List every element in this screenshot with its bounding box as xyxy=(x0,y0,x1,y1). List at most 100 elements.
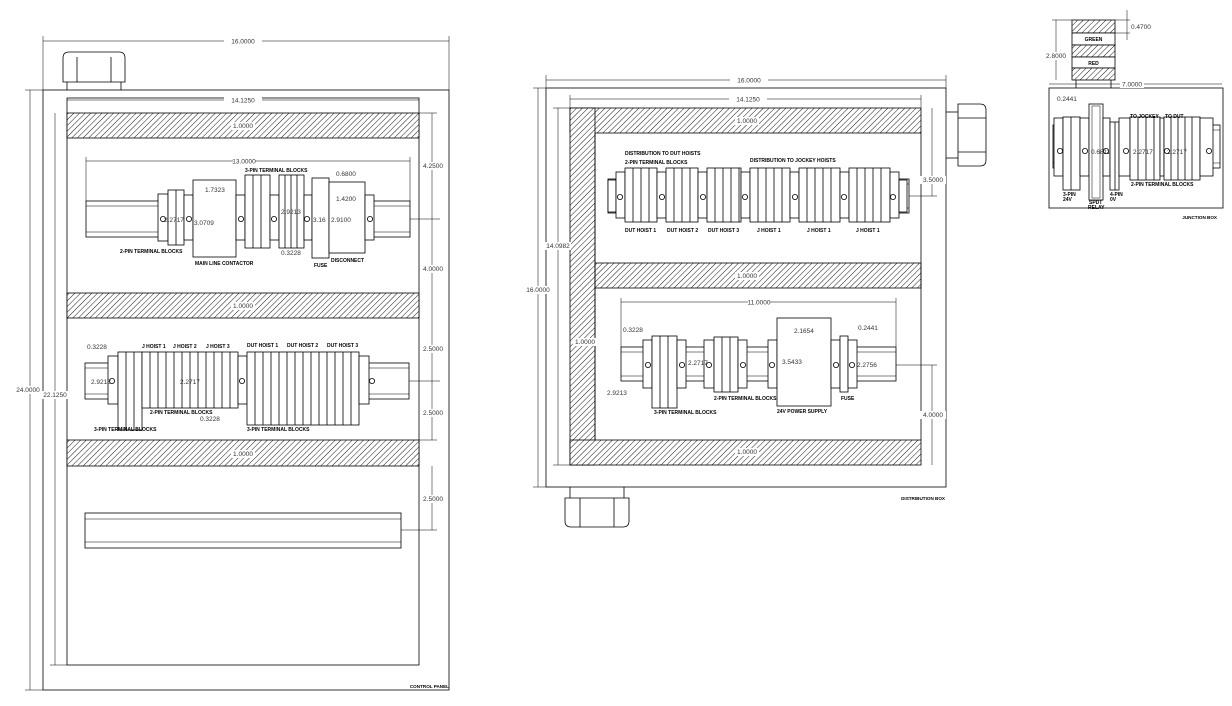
label-3pin-terminal-blocks: 3-PIN TERMINAL BLOCKS xyxy=(245,168,308,174)
terminal-block-3pin-24v xyxy=(1062,116,1081,191)
dim-junction-width: 7.0000 xyxy=(1122,82,1142,89)
dim-duct-top: 1.0000 xyxy=(737,118,757,125)
fuse xyxy=(839,335,849,393)
cable-gland-bottom xyxy=(564,487,630,528)
mounting-screw-icon xyxy=(1103,147,1110,154)
dim-contactor-height: 3.0709 xyxy=(194,220,214,227)
dim-panel-width: 16.0000 xyxy=(231,39,255,46)
label-3pin-24v-sub: 24V xyxy=(1063,197,1073,203)
power-supply xyxy=(776,317,832,407)
label-group: J HOIST 1 xyxy=(807,228,831,234)
label-distribution-jockey: DISTRIBUTION TO JOCKEY HOISTS xyxy=(750,158,836,164)
mounting-screw-icon xyxy=(833,361,840,368)
distribution-box-title: DISTRIBUTION BOX xyxy=(901,496,946,501)
control-panel: 16.0000 14.1250 1.0000 1.0000 1.0000 24.… xyxy=(14,36,450,691)
wire-duct-left xyxy=(569,107,596,466)
label-distribution-dut: DISTRIBUTION TO DUT HOISTS xyxy=(625,151,701,157)
label-j-hoist-2: J HOIST 2 xyxy=(173,344,197,350)
distribution-upper-assembly xyxy=(607,167,910,223)
mounting-screw-icon xyxy=(366,215,373,222)
terminal-block-group xyxy=(798,167,841,223)
dim-relay-width: 0.2441 xyxy=(1057,96,1077,103)
label-group: DUT HOIST 1 xyxy=(625,228,656,234)
junction-box-assembly xyxy=(1052,103,1221,201)
mounting-screw-icon xyxy=(659,193,666,200)
dim-right-4: 2.5000 xyxy=(423,410,443,417)
dim-gap: 0.3228 xyxy=(623,327,643,334)
label-group: DUT HOIST 3 xyxy=(708,228,739,234)
mounting-screw-icon xyxy=(1082,147,1089,154)
mounting-screw-icon xyxy=(841,193,848,200)
mounting-screw-icon xyxy=(109,377,116,384)
dim-3pin: 2.9213 xyxy=(281,209,301,216)
dim-3pin: 2.9213 xyxy=(91,379,111,386)
main-line-contactor xyxy=(192,179,237,258)
dim-indicator-band: 0.4700 xyxy=(1131,24,1151,31)
mounting-screw-icon xyxy=(159,215,166,222)
dim-disconnect-width: 1.4200 xyxy=(336,196,356,203)
cable-gland-top xyxy=(62,51,126,90)
mounting-screw-icon xyxy=(368,377,375,384)
dim-psu-width: 2.1654 xyxy=(794,328,814,335)
terminal-block-4pin-0v xyxy=(1109,121,1120,191)
end-stop xyxy=(607,179,617,213)
dim-lower-length: 11.0000 xyxy=(747,300,770,307)
label-3pin-24v: 3-PIN xyxy=(1063,192,1076,198)
disconnect xyxy=(328,181,366,254)
junction-box: GREEN RED 2.8000 0.4700 7.0000 0.2441 0.… xyxy=(1044,10,1224,220)
mounting-screw-icon xyxy=(849,361,856,368)
mounting-screw-icon xyxy=(1206,147,1213,154)
control-panel-title: CONTROL PANEL xyxy=(410,684,449,689)
dim-box-width: 16.0000 xyxy=(737,78,761,85)
dim-upper-length: 13.0000 xyxy=(232,159,256,166)
end-stop xyxy=(358,355,370,405)
mounting-screw-icon xyxy=(645,361,652,368)
label-3pin-terminal-blocks: 3-PIN TERMINAL BLOCKS xyxy=(654,410,717,416)
label-2pin-terminal-blocks: 2-PIN TERMINAL BLOCKS xyxy=(625,160,688,166)
dim-contactor-width: 1.7323 xyxy=(205,187,225,194)
dim-tb-2: 2.2717 xyxy=(1167,149,1187,156)
mounting-screw-icon xyxy=(742,193,749,200)
dim-gap-top: 0.3228 xyxy=(87,344,107,351)
control-panel-lower-assembly xyxy=(84,351,410,431)
control-panel-upper-assembly xyxy=(85,174,411,259)
mounting-screw-icon xyxy=(270,215,277,222)
label-red-light: RED xyxy=(1088,61,1099,67)
mounting-screw-icon xyxy=(238,377,245,384)
label-2pin-terminal-blocks: 2-PIN TERMINAL BLOCKS xyxy=(120,249,183,255)
dim-gap: 0.3228 xyxy=(281,250,301,257)
terminal-block-3pin xyxy=(278,174,305,249)
label-spdt: SPDT xyxy=(1089,200,1102,206)
terminal-block-2pin xyxy=(1163,116,1201,181)
mounting-screw-icon xyxy=(700,193,707,200)
end-stop xyxy=(898,179,908,213)
dim-panel-height: 24.0000 xyxy=(16,387,40,394)
dim-duct-top: 1.0000 xyxy=(233,123,253,130)
dim-psu-height: 3.5433 xyxy=(782,359,802,366)
dim-right-lower: 4.0000 xyxy=(923,412,943,419)
label-fuse: FUSE xyxy=(841,396,855,402)
terminal-block-2pin xyxy=(1129,116,1161,181)
label-group: DUT HOIST 2 xyxy=(667,228,698,234)
mounting-screw-icon xyxy=(1057,147,1064,154)
dim-fuse-width: 0.2441 xyxy=(858,325,878,332)
distribution-lower-assembly xyxy=(620,317,897,409)
terminal-block-group xyxy=(749,167,791,223)
right-dims: 4.2500 4.0000 2.5000 2.5000 2.5000 xyxy=(420,162,446,503)
dim-left-duct: 1.0000 xyxy=(575,339,595,346)
dim-indicator-height: 2.8000 xyxy=(1046,53,1066,60)
mounting-screw-icon xyxy=(740,361,747,368)
mounting-screw-icon xyxy=(792,193,799,200)
control-panel-enclosure xyxy=(42,89,450,691)
label-fuse: FUSE xyxy=(314,263,328,269)
end-stop xyxy=(1199,117,1214,177)
end-stop xyxy=(1118,117,1131,177)
terminal-block-group xyxy=(706,167,742,223)
dim-duct-lower: 1.0000 xyxy=(233,451,253,458)
dim-fuse: 3.16 xyxy=(313,217,326,224)
label-power-supply: 24V POWER SUPPLY xyxy=(777,409,828,415)
terminal-block-2pin xyxy=(713,336,739,393)
label-group: J HOIST 1 xyxy=(856,228,880,234)
relay-body xyxy=(1091,105,1101,199)
